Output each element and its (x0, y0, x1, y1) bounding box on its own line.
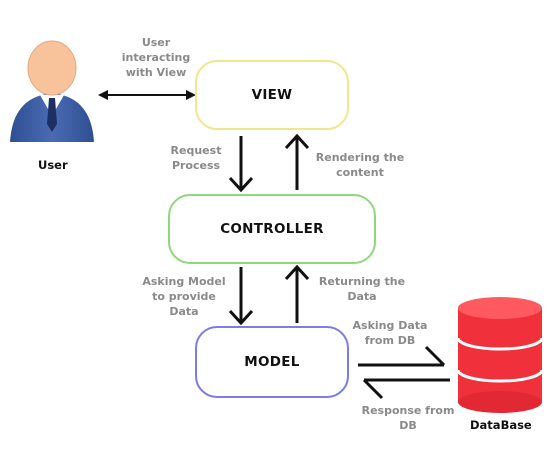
returning-data-label: Returning the Data (318, 275, 406, 303)
controller-title: CONTROLLER (220, 221, 324, 237)
model-title: MODEL (244, 354, 300, 370)
response-db-arrow (362, 378, 450, 400)
user-interaction-label: User interacting with View (121, 36, 191, 79)
returning-data-arrow (284, 264, 310, 323)
database-label: DataBase (470, 418, 532, 432)
request-process-label: Request Process (170, 144, 222, 172)
asking-model-label: Asking Model to provide Data (142, 275, 226, 318)
asking-model-arrow (228, 267, 254, 326)
user-icon (10, 40, 94, 142)
model-box: MODEL (195, 326, 349, 398)
asking-db-arrow (358, 345, 446, 367)
response-db-label: Response from DB (361, 404, 455, 432)
user-label: User (38, 158, 68, 172)
asking-db-label: Asking Data from DB (352, 319, 428, 347)
database-icon (456, 297, 544, 413)
rendering-content-label: Rendering the content (315, 151, 405, 179)
request-process-arrow (228, 136, 254, 193)
view-title: VIEW (251, 87, 293, 103)
rendering-content-arrow (284, 133, 310, 190)
user-view-arrow (98, 90, 196, 100)
controller-box: CONTROLLER (168, 194, 376, 264)
view-box: VIEW (195, 60, 349, 130)
